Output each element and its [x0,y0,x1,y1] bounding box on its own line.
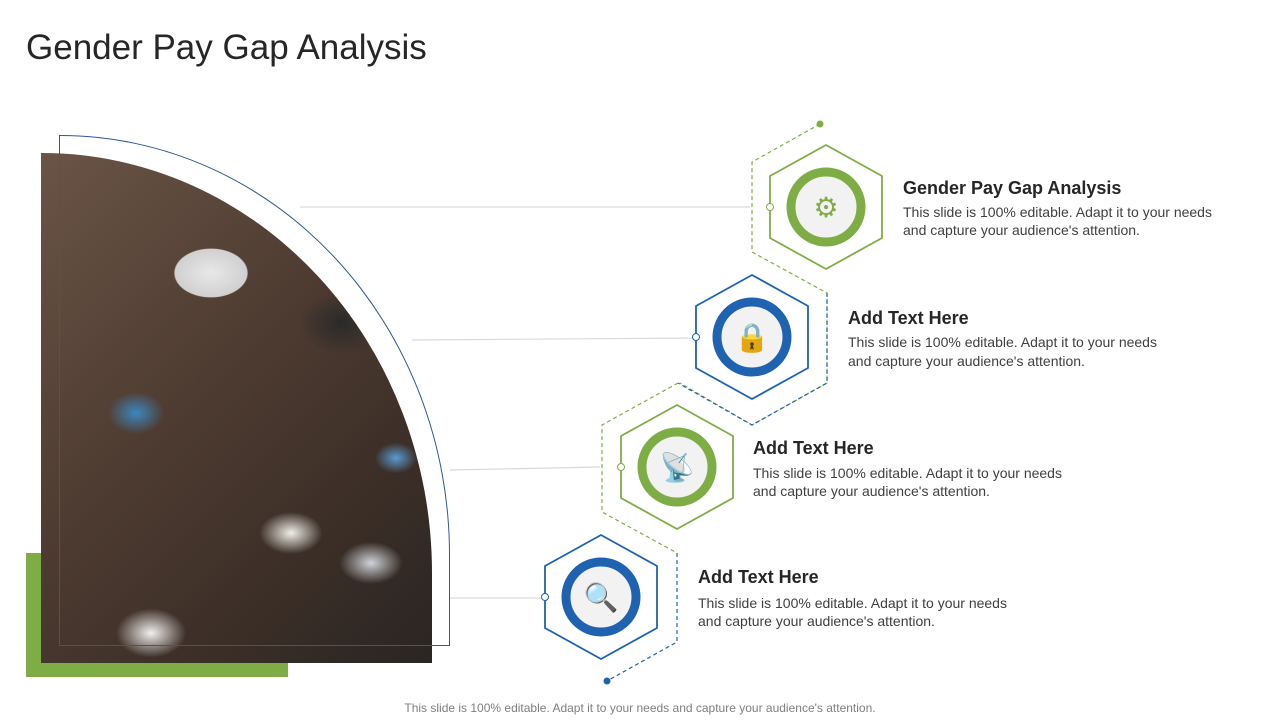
item-3-text: Add Text Here This slide is 100% editabl… [753,438,1062,499]
item-description-line: This slide is 100% editable. Adapt it to… [848,334,1157,350]
item-2-text: Add Text Here This slide is 100% editabl… [848,308,1157,369]
item-heading: Add Text Here [698,567,819,587]
item-4-text: Add Text Here This slide is 100% editabl… [698,567,1007,629]
documents-search-icon: 🔍 [584,579,619,614]
item-description-line: and capture your audience's attention. [848,353,1085,369]
item-description-line: This slide is 100% editable. Adapt it to… [753,465,1062,481]
connector-node [617,463,625,471]
lock-globe-icon: 🔒 [735,322,770,354]
item-heading: Gender Pay Gap Analysis [903,178,1121,198]
item-description-line: This slide is 100% editable. Adapt it to… [698,595,1007,611]
item-1-text: Gender Pay Gap Analysis This slide is 10… [903,178,1212,238]
end-dot [603,677,611,685]
icon-ring [637,427,717,507]
end-dot [816,120,824,128]
icon-ring [786,167,866,247]
gear-wrench-hand-icon: ⚙ [813,192,838,223]
item-description-line: and capture your audience's attention. [753,483,990,499]
dashed-hex-outline [677,293,828,426]
hexagon-item-4: 🔍 [541,533,658,661]
item-heading: Add Text Here [753,438,874,458]
connector-line [449,466,601,471]
hexagon-item-3: 📡 [617,403,734,531]
hexagon-item-2: 🔒 [692,273,809,401]
item-description-line: and capture your audience's attention. [903,222,1140,238]
connector-line [411,337,697,341]
icon-ring [561,557,641,637]
item-description-line: This slide is 100% editable. Adapt it to… [903,204,1212,220]
connector-node [692,333,700,341]
icon-ring [712,297,792,377]
footer-note: This slide is 100% editable. Adapt it to… [404,701,876,715]
page-title: Gender Pay Gap Analysis [26,28,427,67]
item-description-line: and capture your audience's attention. [698,613,935,629]
hexagon-item-1: ⚙ [766,143,883,271]
dashed-hex-outline [601,382,679,554]
satellite-globe-icon: 📡 [660,449,695,484]
connector-node [541,593,549,601]
dashed-hex-outline [606,553,678,682]
item-heading: Add Text Here [848,308,969,328]
connector-node [766,203,774,211]
